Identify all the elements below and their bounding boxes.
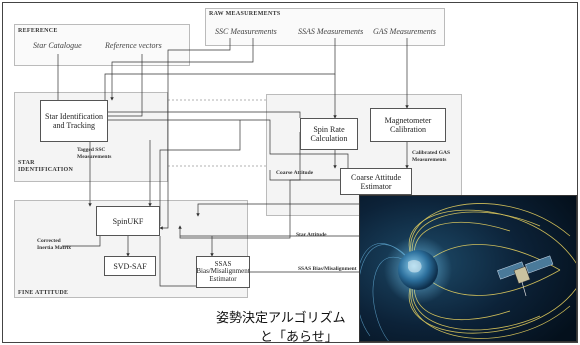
raw-measurements-header: RAW MEASUREMENTS bbox=[209, 11, 281, 17]
reference-header: REFERENCE bbox=[18, 28, 58, 34]
reference-region bbox=[14, 24, 190, 66]
coarse-attitude-label: Coarse Attitude bbox=[276, 170, 314, 176]
gas-measurements-text: GAS Measurements bbox=[373, 27, 437, 36]
raw-measurements-region bbox=[205, 8, 445, 46]
spin-rate-block: Spin Rate Calculation bbox=[300, 118, 358, 150]
calibrated-gas-label: Calibrated GAS Measurements bbox=[412, 150, 451, 163]
corrected-inertia-label: Corrected Inertia Matrix bbox=[37, 238, 72, 251]
coarse-estimator-block: Coarse Attitude Estimator bbox=[340, 168, 412, 195]
star-catalogue-text: Star Catalogue bbox=[33, 41, 82, 50]
magnetometer-block: Magnetometer Calibration bbox=[370, 108, 446, 142]
ssas-measurements-text: SSAS Measurements bbox=[298, 27, 364, 36]
ssas-bias-misalignment-label: SSAS Bias/Misalignment bbox=[298, 266, 357, 272]
fine-attitude-header: FINE ATTITUDE bbox=[18, 290, 69, 296]
caption-line-1: 姿勢決定アルゴリズム bbox=[216, 311, 346, 326]
caption-line-2: と「あらせ」 bbox=[260, 330, 338, 345]
star-attitude-label: Star Attitude bbox=[296, 232, 327, 238]
tagged-ssc-label: Tagged SSC Measurements bbox=[77, 147, 112, 160]
satellite-icon bbox=[497, 255, 554, 297]
ssas-bias-block: SSAS Bias/Misalignment Estimator bbox=[196, 256, 250, 288]
ssc-measurements-text: SSC Measurements bbox=[215, 27, 277, 36]
star-identification-block: Star Identification and Tracking bbox=[40, 100, 108, 142]
spin-ukf-block: SpinUKF bbox=[96, 206, 160, 236]
reference-vectors-text: Reference vectors bbox=[105, 41, 162, 50]
svd-saf-block: SVD-SAF bbox=[104, 256, 156, 276]
earth-magnetosphere-image bbox=[360, 196, 576, 341]
star-identification-header: STAR IDENTIFICATION bbox=[18, 160, 74, 173]
space-illustration bbox=[359, 195, 577, 342]
